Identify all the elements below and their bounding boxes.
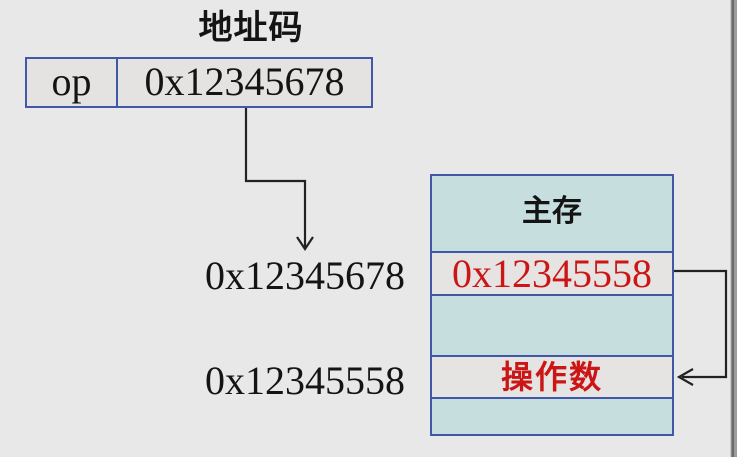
video-edge-shadow xyxy=(730,0,737,457)
pointer-address-label: 0x12345678 xyxy=(205,253,405,298)
main-memory-table: 主存 0x12345558 操作数 xyxy=(430,174,674,436)
memory-cell-operand: 操作数 xyxy=(432,355,672,397)
memory-cell-empty-1 xyxy=(432,294,672,355)
memory-cell-indirect-address: 0x12345558 xyxy=(432,251,672,294)
address-to-label-arrow xyxy=(244,108,314,251)
opcode-cell: op xyxy=(27,59,118,106)
memory-pointer-arrow xyxy=(674,269,728,386)
main-memory-header: 主存 xyxy=(432,176,672,251)
address-field-title: 地址码 xyxy=(198,10,304,47)
address-code-cell: 0x12345678 xyxy=(144,59,345,104)
instruction-box: op 0x12345678 xyxy=(25,57,373,108)
memory-cell-empty-2 xyxy=(432,397,672,434)
target-address-label: 0x12345558 xyxy=(205,358,405,403)
